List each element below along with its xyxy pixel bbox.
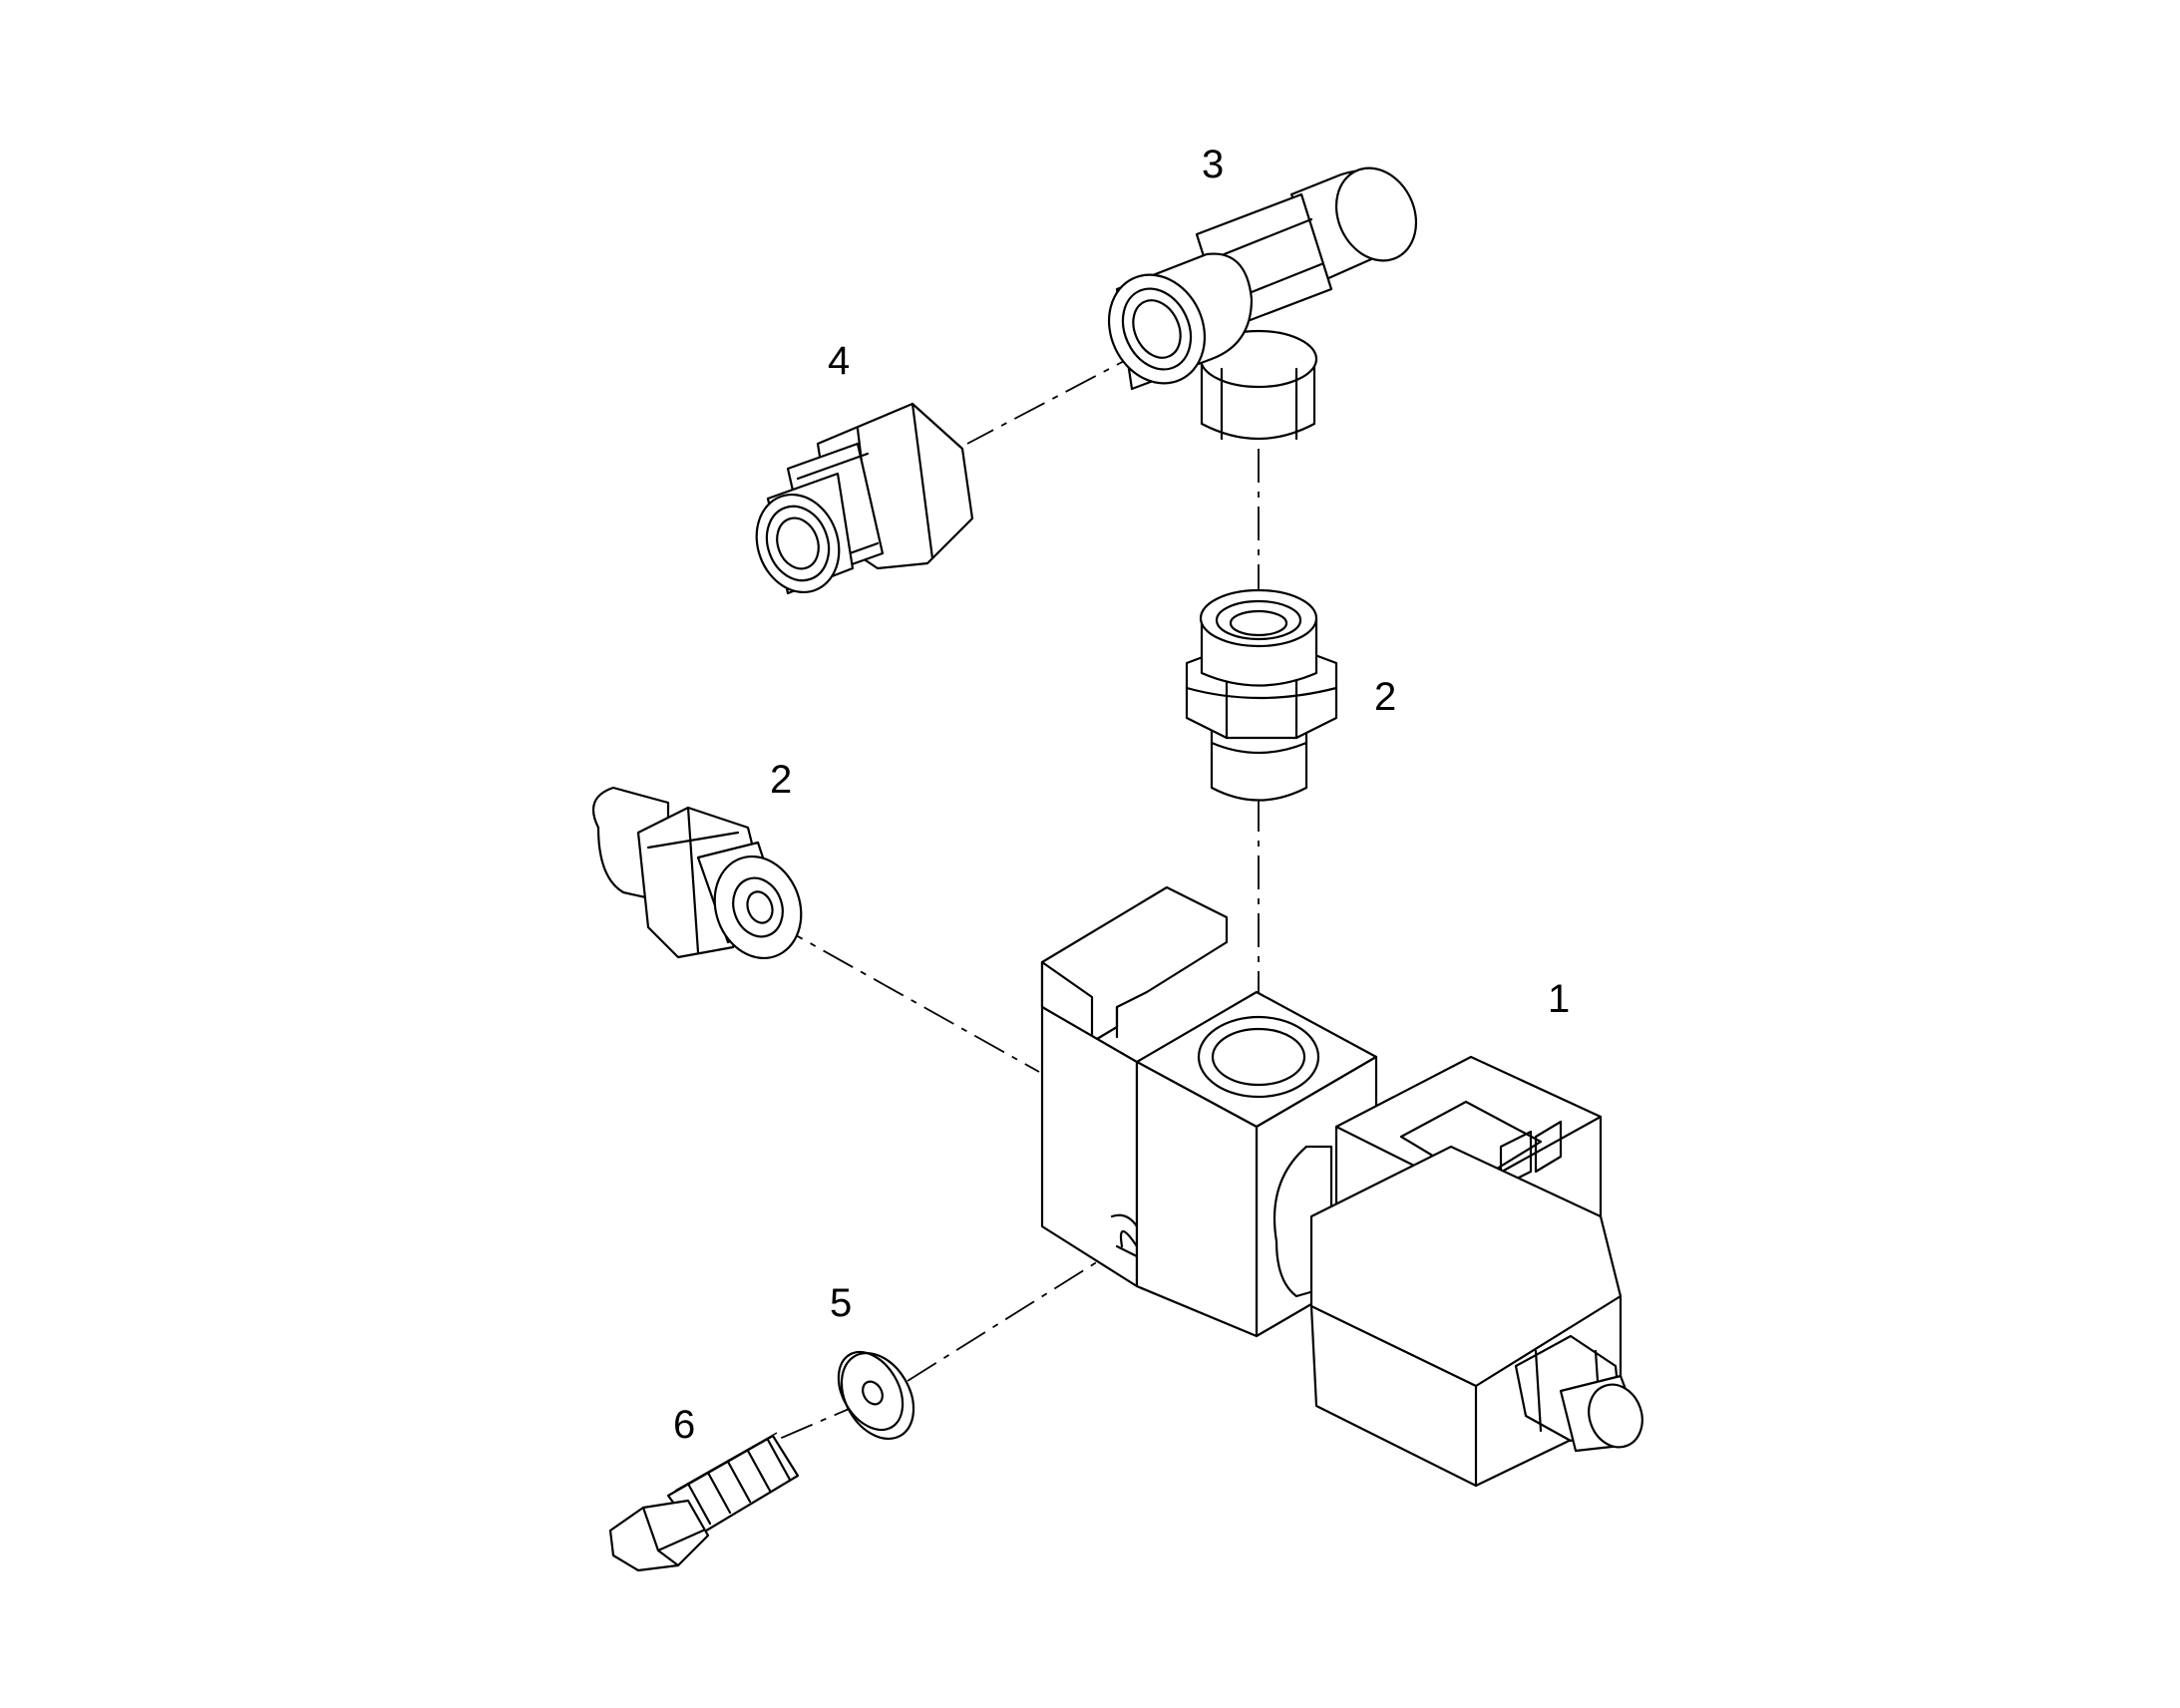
callout-label: 1 bbox=[1548, 977, 1570, 1021]
centerline-bolt-washer-valve bbox=[727, 1245, 1123, 1462]
callout-label: 5 bbox=[830, 1281, 852, 1325]
centerline-tee-to-union bbox=[966, 348, 1148, 445]
centerline-side-adapter-to-valve bbox=[772, 921, 1040, 1073]
straight-adapter-fitting-icon bbox=[1185, 588, 1338, 802]
callout-label: 2 bbox=[1374, 675, 1396, 719]
tee-fitting-icon bbox=[1107, 167, 1418, 441]
callout-label: 2 bbox=[770, 758, 792, 802]
solenoid-coil-icon bbox=[1272, 1055, 1643, 1488]
callout-label: 3 bbox=[1202, 143, 1224, 186]
callout-labels: 1 2 2 3 4 5 6 bbox=[673, 143, 1570, 1447]
flat-washer-icon bbox=[837, 1350, 915, 1441]
callout-label: 6 bbox=[673, 1403, 695, 1447]
union-fitting-icon bbox=[755, 402, 974, 595]
hex-bolt-icon bbox=[608, 1432, 800, 1572]
straight-adapter-fitting-icon bbox=[591, 786, 803, 960]
callout-label: 4 bbox=[828, 339, 850, 383]
